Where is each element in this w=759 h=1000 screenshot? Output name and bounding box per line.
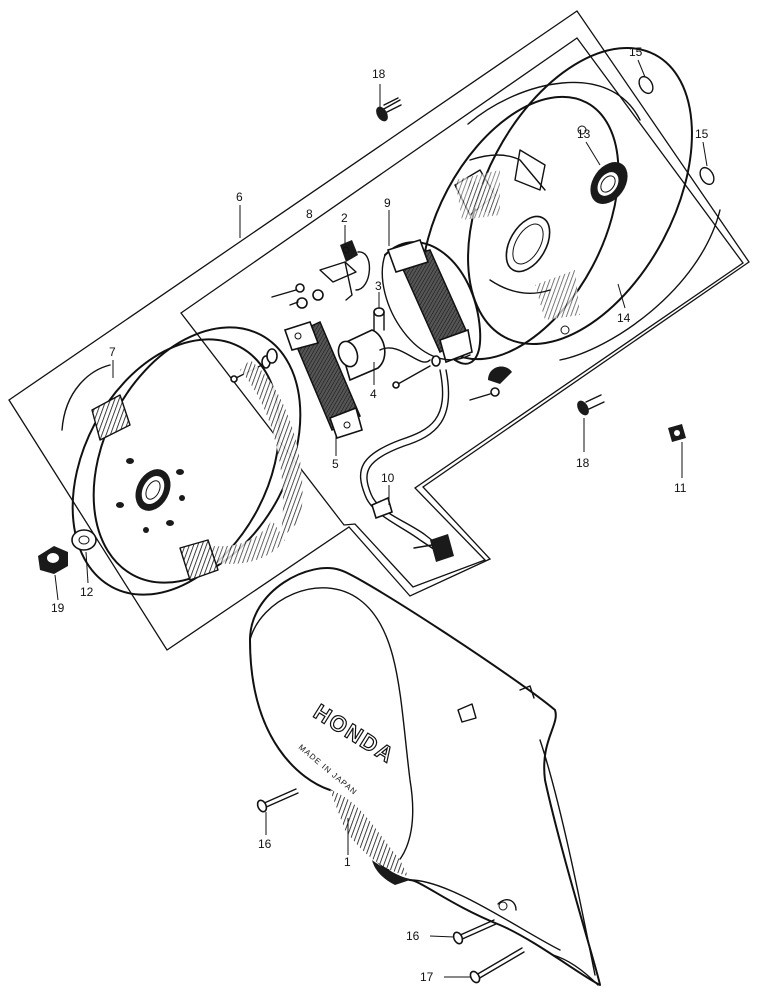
label-4: 4 — [370, 387, 377, 401]
label-12: 12 — [80, 585, 94, 599]
flat-screw-upper — [376, 97, 402, 122]
stator-base-plate — [420, 46, 721, 361]
left-crankcase-cover — [249, 567, 601, 986]
label-1: 1 — [344, 855, 351, 869]
grommet — [668, 424, 686, 442]
washer — [71, 529, 97, 551]
cam-lubricator — [373, 307, 385, 331]
label-16-lower: 16 — [406, 929, 420, 943]
cover-bolt-middle — [452, 919, 497, 945]
breaker-screws — [271, 283, 324, 309]
label-19: 19 — [51, 601, 65, 615]
condenser — [337, 329, 431, 382]
label-18-lower: 18 — [576, 456, 590, 470]
label-11: 11 — [674, 481, 687, 495]
wire-clamp — [469, 366, 512, 401]
label-16-upper: 16 — [258, 837, 272, 851]
label-18-upper: 18 — [372, 67, 386, 81]
charging-coil — [381, 239, 482, 365]
ignition-coil — [283, 320, 363, 439]
label-10: 10 — [381, 471, 395, 485]
cover-bolt-upper — [256, 788, 299, 813]
assembly-boundary-8 — [180, 37, 744, 588]
oil-seal — [590, 162, 628, 204]
label-5: 5 — [332, 457, 339, 471]
label-3: 3 — [375, 279, 382, 293]
label-9: 9 — [384, 196, 391, 210]
assembly-boundary-6 — [8, 10, 750, 651]
label-7: 7 — [109, 345, 116, 359]
label-15-lower: 15 — [695, 127, 709, 141]
flange-nut — [38, 546, 68, 574]
leader-lines — [54, 59, 708, 978]
label-6: 6 — [236, 190, 243, 204]
contact-breaker — [319, 240, 371, 301]
label-17: 17 — [420, 970, 434, 984]
cover-brand-text: HONDA — [309, 699, 399, 768]
wire-harness — [359, 369, 454, 562]
cover-bolt-lower — [469, 947, 525, 984]
o-ring-lower — [699, 166, 715, 186]
label-14: 14 — [617, 311, 631, 325]
label-8: 8 — [306, 207, 313, 221]
charging-coil-screw — [392, 355, 441, 389]
flywheel-rotor — [61, 326, 303, 596]
label-2: 2 — [341, 211, 348, 225]
part-labels: 1 2 3 4 5 6 7 8 9 10 11 12 13 14 15 15 1… — [51, 45, 709, 984]
label-13: 13 — [577, 127, 591, 141]
label-15-upper: 15 — [629, 45, 643, 59]
o-ring-upper — [638, 75, 654, 95]
flat-screw-lower — [577, 394, 605, 416]
